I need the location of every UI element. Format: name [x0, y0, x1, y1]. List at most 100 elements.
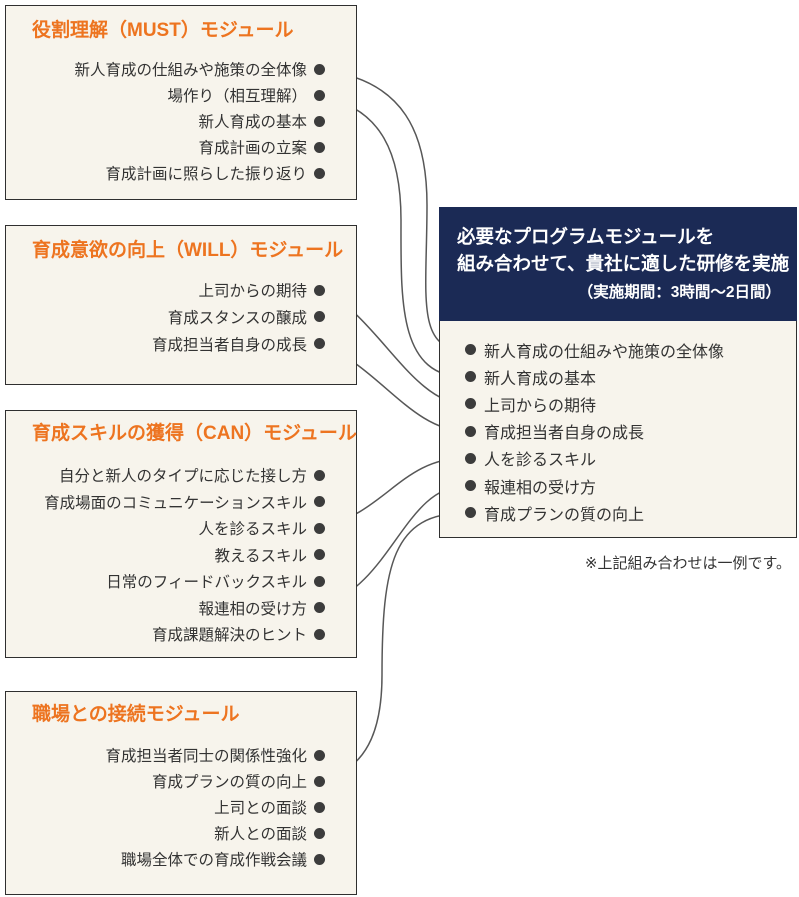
module-item: 育成プランの質の向上: [6, 768, 356, 794]
module-item-label: 自分と新人のタイプに応じた接し方: [58, 468, 307, 486]
module-item-label: 育成場面のコミュニケーションスキル: [44, 494, 307, 512]
module-item-label: 育成スタンスの醸成: [167, 309, 307, 327]
bullet-icon: [314, 801, 325, 813]
bullet-icon: [465, 480, 476, 492]
module-item-label: 新人との面談: [214, 826, 307, 843]
selected-item-label: 育成プランの質の向上: [484, 506, 645, 524]
module-item-label: 育成担当者自身の成長: [151, 336, 307, 354]
module-item-label: 場作り（相互理解）: [167, 88, 307, 105]
module-item-label: 上司からの期待: [198, 283, 307, 300]
module-item: 新人との面談: [6, 820, 356, 846]
program-header: 必要なプログラムモジュールを 組み合わせて、貴社に適した研修を実施 （実施期間：…: [439, 207, 797, 321]
module-item: 上司との面談: [6, 794, 356, 820]
module-item-label: 育成担当者同士の関係性強化: [105, 748, 307, 765]
module-item-label: 日常のフィードバックスキル: [106, 574, 307, 592]
bullet-icon: [314, 827, 325, 839]
bullet-icon: [314, 167, 325, 179]
bullet-icon: [314, 602, 325, 614]
bullet-icon: [314, 496, 325, 508]
module-box-workplace: 職場との接続モジュール 育成担当者同士の関係性強化 育成プランの質の向上 上司と…: [5, 691, 357, 895]
module-title-must: 役割理解（MUST）モジュール: [32, 20, 294, 41]
bullet-icon: [314, 141, 325, 153]
module-item-label: 教えるスキル: [214, 547, 307, 565]
module-item: 育成課題解決のヒント: [6, 621, 356, 648]
program-headline-line1: 必要なプログラムモジュールを: [457, 226, 715, 247]
bullet-icon: [314, 549, 325, 561]
module-box-must: 役割理解（MUST）モジュール 新人育成の仕組みや施策の全体像 場作り（相互理解…: [5, 5, 357, 200]
module-item: 職場全体での育成作戦会議: [6, 846, 356, 872]
bullet-icon: [314, 628, 325, 640]
module-item: 育成スタンスの醸成: [6, 303, 356, 330]
bullet-icon: [314, 775, 325, 787]
bullet-icon: [314, 63, 325, 75]
bullet-icon: [465, 452, 476, 464]
bullet-icon: [314, 115, 325, 127]
selected-item-label: 新人育成の仕組みや施策の全体像: [484, 343, 725, 361]
footnote: ※上記組み合わせは一例です。: [584, 555, 791, 572]
program-headline-line2: 組み合わせて、貴社に適した研修を実施: [457, 253, 790, 274]
module-item: 場作り（相互理解）: [6, 82, 356, 108]
module-box-can: 育成スキルの獲得（CAN）モジュール 自分と新人のタイプに応じた接し方 育成場面…: [5, 410, 357, 658]
module-item: 新人育成の仕組みや施策の全体像: [6, 56, 356, 82]
module-title-will: 育成意欲の向上（WILL）モジュール: [32, 240, 344, 261]
module-items-must: 新人育成の仕組みや施策の全体像 場作り（相互理解） 新人育成の基本 育成計画の立…: [6, 56, 356, 186]
module-item: 育成担当者自身の成長: [6, 330, 356, 357]
selected-item-label: 新人育成の基本: [484, 370, 597, 388]
bullet-icon: [465, 398, 476, 410]
bullet-icon: [314, 749, 325, 761]
selected-item-label: 上司からの期待: [484, 397, 597, 415]
module-items-workplace: 育成担当者同士の関係性強化 育成プランの質の向上 上司との面談 新人との面談 職…: [6, 742, 356, 872]
bullet-icon: [314, 853, 325, 865]
selected-item: 育成担当者自身の成長: [465, 418, 786, 445]
bullet-icon: [465, 344, 476, 356]
module-item-label: 育成課題解決のヒント: [151, 627, 307, 645]
module-item: 育成計画に照らした振り返り: [6, 160, 356, 186]
bullet-icon: [314, 338, 325, 349]
bullet-icon: [314, 89, 325, 101]
module-item: 育成担当者同士の関係性強化: [6, 742, 356, 768]
module-items-will: 上司からの期待 育成スタンスの醸成 育成担当者自身の成長: [6, 277, 356, 357]
module-items-can: 自分と新人のタイプに応じた接し方 育成場面のコミュニケーションスキル 人を診るス…: [6, 462, 356, 648]
module-item: 育成計画の立案: [6, 134, 356, 160]
bullet-icon: [465, 507, 476, 519]
module-item: 新人育成の基本: [6, 108, 356, 134]
program-selected-list: 新人育成の仕組みや施策の全体像 新人育成の基本 上司からの期待 育成担当者自身の…: [439, 321, 797, 538]
module-item: 自分と新人のタイプに応じた接し方: [6, 462, 356, 489]
selected-item-label: 育成担当者自身の成長: [484, 425, 645, 443]
module-item-label: 育成プランの質の向上: [151, 774, 307, 791]
module-item: 育成場面のコミュニケーションスキル: [6, 489, 356, 516]
bullet-icon: [465, 371, 476, 383]
selected-item: 人を診るスキル: [465, 445, 786, 472]
bullet-icon: [314, 284, 325, 296]
module-item-label: 育成計画に照らした振り返り: [105, 166, 307, 183]
module-title-can: 育成スキルの獲得（CAN）モジュール: [32, 423, 357, 444]
module-title-workplace: 職場との接続モジュール: [32, 704, 240, 725]
module-item-label: 職場全体での育成作戦会議: [120, 852, 307, 869]
bullet-icon: [314, 522, 325, 534]
module-item-label: 人を診るスキル: [198, 521, 307, 539]
module-item: 上司からの期待: [6, 277, 356, 303]
module-box-will: 育成意欲の向上（WILL）モジュール 上司からの期待 育成スタンスの醸成 育成担…: [5, 225, 357, 385]
selected-item-label: 人を診るスキル: [484, 452, 597, 470]
module-item: 日常のフィードバックスキル: [6, 568, 356, 595]
module-item-label: 育成計画の立案: [198, 140, 307, 157]
bullet-icon: [465, 425, 476, 437]
module-item-label: 新人育成の基本: [198, 114, 307, 131]
module-item: 報連相の受け方: [6, 595, 356, 622]
bullet-icon: [314, 311, 325, 322]
module-item: 教えるスキル: [6, 542, 356, 569]
program-duration: （実施期間：3時間〜2日間）: [577, 284, 781, 301]
module-item-label: 上司との面談: [214, 800, 307, 817]
bullet-icon: [314, 469, 325, 481]
selected-item-label: 報連相の受け方: [484, 479, 597, 497]
module-item-label: 新人育成の仕組みや施策の全体像: [74, 62, 307, 79]
selected-item: 新人育成の仕組みや施策の全体像: [465, 336, 786, 363]
selected-item: 報連相の受け方: [465, 472, 786, 499]
selected-item: 育成プランの質の向上: [465, 499, 786, 526]
bullet-icon: [314, 575, 325, 587]
selected-item: 上司からの期待: [465, 390, 786, 417]
module-item: 人を診るスキル: [6, 515, 356, 542]
selected-item: 新人育成の基本: [465, 363, 786, 390]
program-panel: 必要なプログラムモジュールを 組み合わせて、貴社に適した研修を実施 （実施期間：…: [439, 207, 797, 538]
